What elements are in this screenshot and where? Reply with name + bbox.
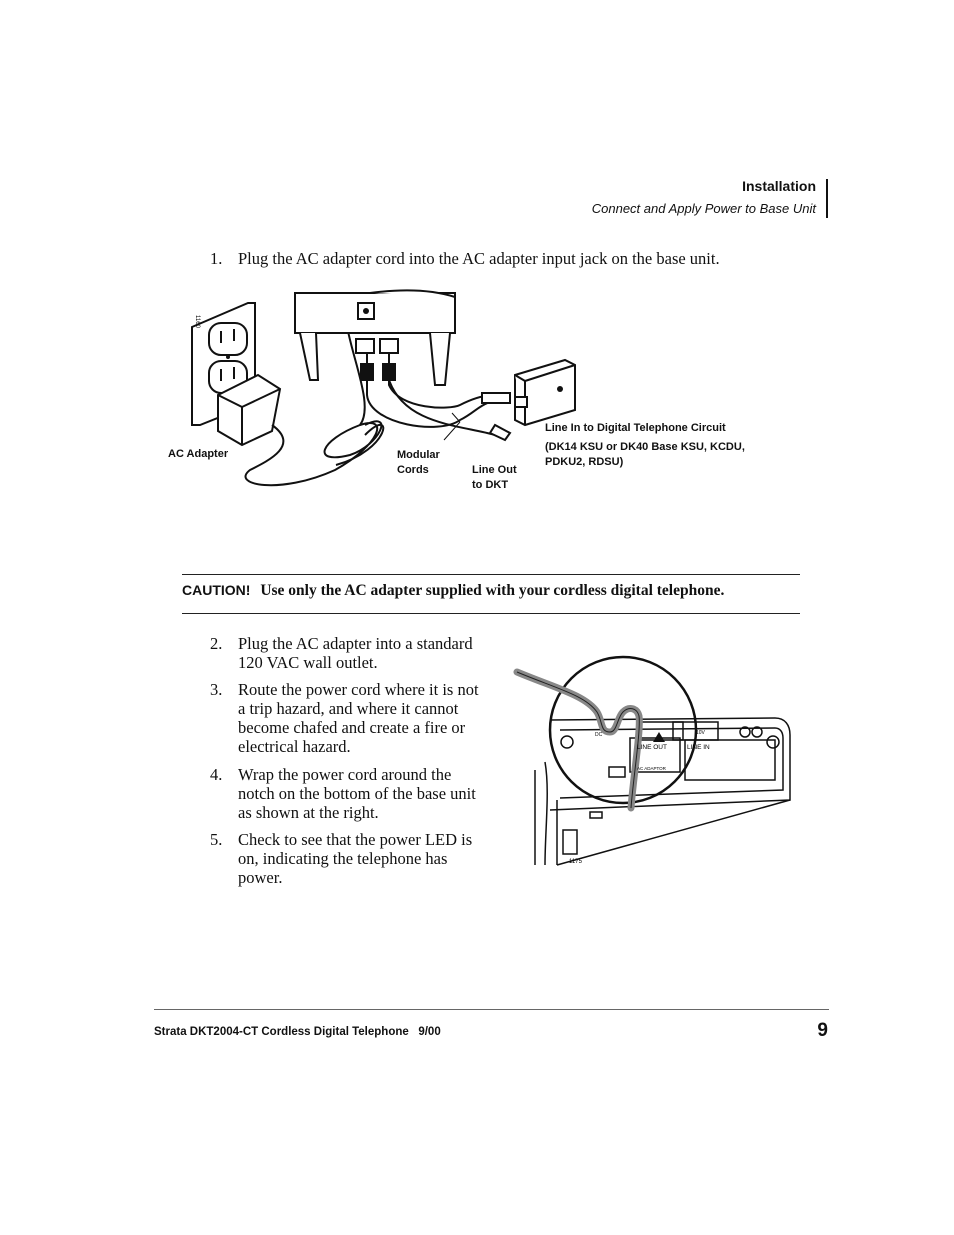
line-in-detail-line-2: PDKU2, RDSU) xyxy=(545,456,624,468)
page-number: 9 xyxy=(817,1020,828,1041)
step-line: Route the power cord where it is not xyxy=(238,680,479,699)
caution-message: Use only the AC adapter supplied with yo… xyxy=(260,582,725,599)
step-line: on, indicating the telephone has xyxy=(238,849,448,868)
dc-label: DC xyxy=(595,732,603,738)
running-header-subtitle: Connect and Apply Power to Base Unit xyxy=(591,201,816,216)
step-number: 1. xyxy=(210,249,223,268)
ac-adapter-connection-figure: 1160 xyxy=(191,289,576,487)
step-line: electrical hazard. xyxy=(238,737,351,756)
volt-label: 10V xyxy=(696,730,706,736)
figure-number-2: 1175 xyxy=(569,859,583,865)
modular-cords-line-1: Modular xyxy=(397,449,440,461)
step-line: Plug the AC adapter into a standard xyxy=(238,634,473,653)
footer-rule xyxy=(154,1009,829,1010)
line-out-label: Line Out to DKT xyxy=(472,463,517,493)
line-out-port-label: LINE OUT xyxy=(637,744,667,751)
step-line: notch on the bottom of the base unit xyxy=(238,784,476,803)
step-number: 3. xyxy=(210,680,223,699)
step-line: 120 VAC wall outlet. xyxy=(238,653,378,672)
line-out-line-1: Line Out xyxy=(472,464,517,476)
line-in-port-label: LINE IN xyxy=(687,744,710,751)
step-number: 5. xyxy=(210,830,223,849)
step-text: Plug the AC adapter cord into the AC ada… xyxy=(238,249,720,268)
caution-label: CAUTION! xyxy=(182,582,251,598)
ac-adapter-label: AC Adapter xyxy=(168,448,229,460)
step-line: Wrap the power cord around the xyxy=(238,765,452,784)
line-in-label: Line In to Digital Telephone Circuit xyxy=(545,422,726,434)
caution-bottom-rule xyxy=(182,613,800,614)
ac-adaptor-port-label: AC ADAPTOR xyxy=(637,766,667,771)
step-number: 2. xyxy=(210,634,223,653)
running-header-title: Installation xyxy=(742,178,816,194)
step-line: a trip hazard, and where it cannot xyxy=(238,699,459,718)
caution-notice: CAUTION! Use only the AC adapter supplie… xyxy=(182,582,724,600)
step-line: become chafed and create a fire or xyxy=(238,718,466,737)
modular-cords-label: Modular Cords xyxy=(397,448,440,478)
header-divider xyxy=(826,179,828,218)
power-cord-notch-figure: DC 10V LINE OUT LINE IN AC ADAPTOR 1175 xyxy=(513,655,791,866)
caution-top-rule xyxy=(182,574,800,575)
footer-title: Strata DKT2004-CT Cordless Digital Telep… xyxy=(154,1026,441,1038)
step-number: 4. xyxy=(210,765,223,784)
line-in-detail: (DK14 KSU or DK40 Base KSU, KCDU, PDKU2,… xyxy=(545,440,745,470)
line-in-detail-line-1: (DK14 KSU or DK40 Base KSU, KCDU, xyxy=(545,441,745,453)
step-line: as shown at the right. xyxy=(238,803,379,822)
modular-cords-line-2: Cords xyxy=(397,464,429,476)
step-line: power. xyxy=(238,868,283,887)
line-out-line-2: to DKT xyxy=(472,479,509,491)
figure-number-1: 1160 xyxy=(194,315,200,329)
step-line: Check to see that the power LED is xyxy=(238,830,473,849)
